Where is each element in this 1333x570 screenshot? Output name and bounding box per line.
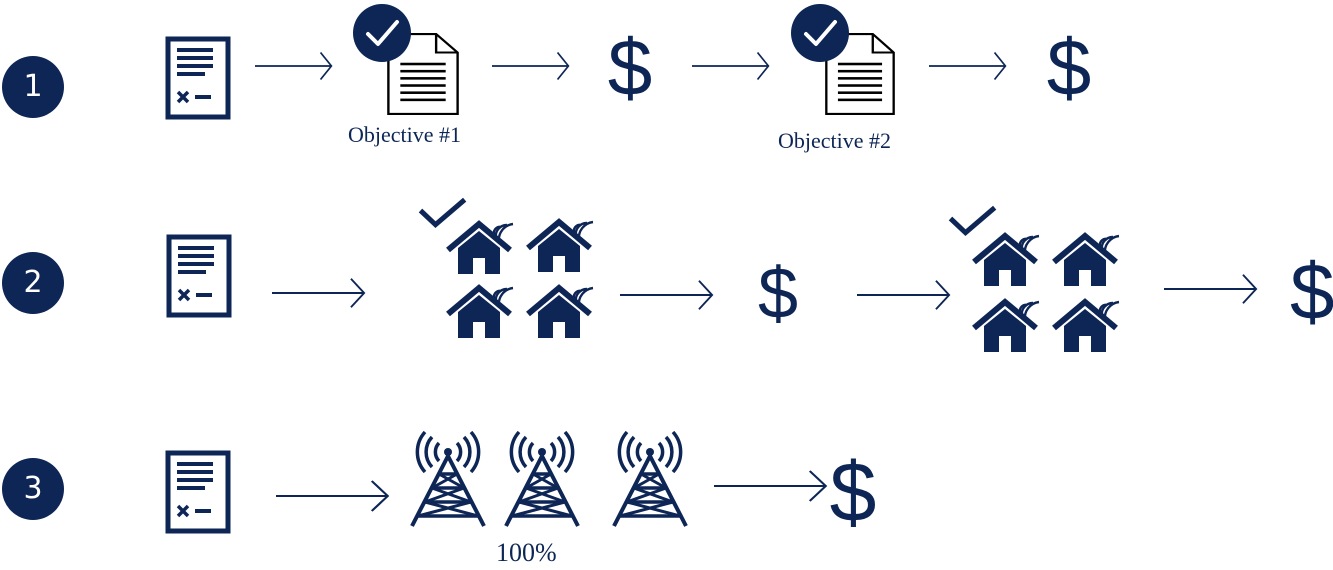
- arrow-icon: [620, 276, 714, 314]
- contract-icon: [166, 234, 232, 318]
- cell-tower-icon: [408, 430, 488, 530]
- arrow-icon: [714, 466, 828, 506]
- arrow-icon: [255, 48, 333, 84]
- contract-icon: [165, 450, 231, 534]
- dollar-icon: $: [1290, 247, 1333, 336]
- arrow-icon: [492, 48, 570, 84]
- smart-home-icon: [972, 232, 1042, 288]
- smart-home-icon: [446, 284, 516, 340]
- step-1-badge: 1: [2, 56, 64, 118]
- step-2-badge: 2: [2, 252, 64, 314]
- dollar-icon: $: [1046, 23, 1092, 112]
- step-3-badge: 3: [2, 458, 64, 520]
- arrow-icon: [857, 276, 951, 314]
- dollar-icon: $: [829, 445, 877, 539]
- dollar-icon: $: [607, 23, 653, 112]
- coverage-label: 100%: [496, 538, 557, 567]
- dollar-icon: $: [757, 254, 799, 334]
- smart-home-icon: [972, 298, 1042, 354]
- cell-tower-icon: [610, 430, 690, 530]
- contract-icon: [165, 36, 231, 120]
- arrow-icon: [276, 476, 390, 516]
- smart-home-icon: [526, 218, 596, 274]
- arrow-icon: [272, 274, 366, 312]
- arrow-icon: [1164, 270, 1258, 308]
- smart-home-icon: [1052, 298, 1122, 354]
- objective-1-label: Objective #1: [348, 122, 462, 147]
- smart-home-icon: [526, 284, 596, 340]
- checkmark-badge-icon: [353, 4, 411, 62]
- smart-home-icon: [1052, 232, 1122, 288]
- arrow-icon: [929, 48, 1007, 84]
- checkmark-badge-icon: [791, 4, 849, 62]
- objective-2-label: Objective #2: [778, 128, 892, 153]
- smart-home-icon: [446, 220, 516, 276]
- cell-tower-icon: [502, 430, 582, 530]
- arrow-icon: [692, 48, 770, 84]
